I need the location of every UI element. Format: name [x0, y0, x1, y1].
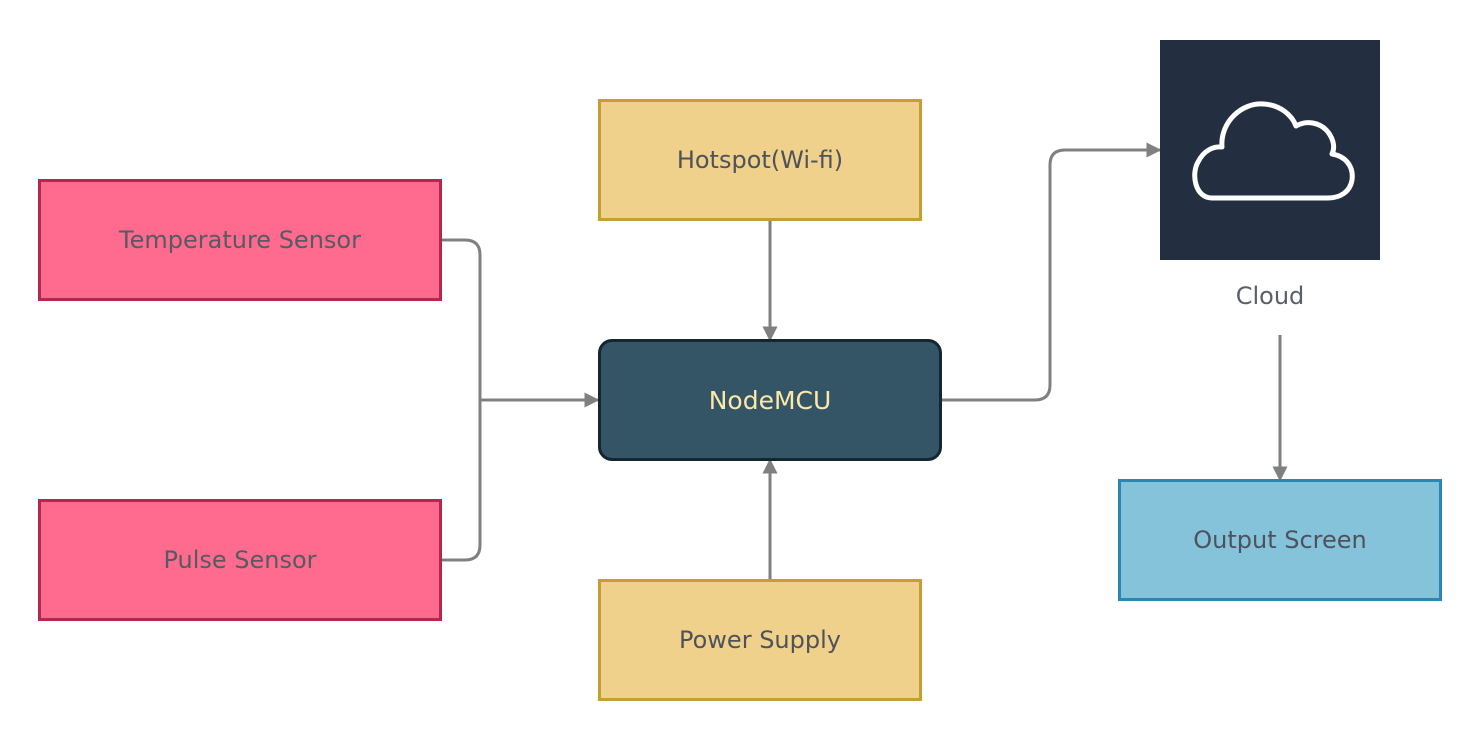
output-screen-node[interactable]: Output Screen	[1118, 479, 1442, 601]
temperature-sensor-label: Temperature Sensor	[119, 226, 361, 254]
temperature-sensor-node[interactable]: Temperature Sensor	[38, 179, 442, 301]
cloud-node[interactable]	[1160, 40, 1380, 260]
cloud-icon	[1192, 101, 1355, 201]
nodemcu-node[interactable]: NodeMCU	[598, 339, 942, 461]
cloud-label: Cloud	[1235, 282, 1305, 310]
power-supply-node[interactable]: Power Supply	[598, 579, 922, 701]
pulse-sensor-label: Pulse Sensor	[163, 546, 317, 574]
connector-nodemcu-to-cloud	[940, 142, 1162, 402]
connector-pulse-to-nodemcu	[440, 400, 482, 562]
hotspot-label: Hotspot(Wi-fi)	[676, 146, 844, 174]
output-screen-label: Output Screen	[1193, 526, 1367, 554]
pulse-sensor-node[interactable]: Pulse Sensor	[38, 499, 442, 621]
power-supply-label: Power Supply	[679, 626, 841, 654]
hotspot-node[interactable]: Hotspot(Wi-fi)	[598, 99, 922, 221]
connector-temperature-to-nodemcu	[440, 238, 600, 408]
nodemcu-label: NodeMCU	[708, 385, 832, 415]
